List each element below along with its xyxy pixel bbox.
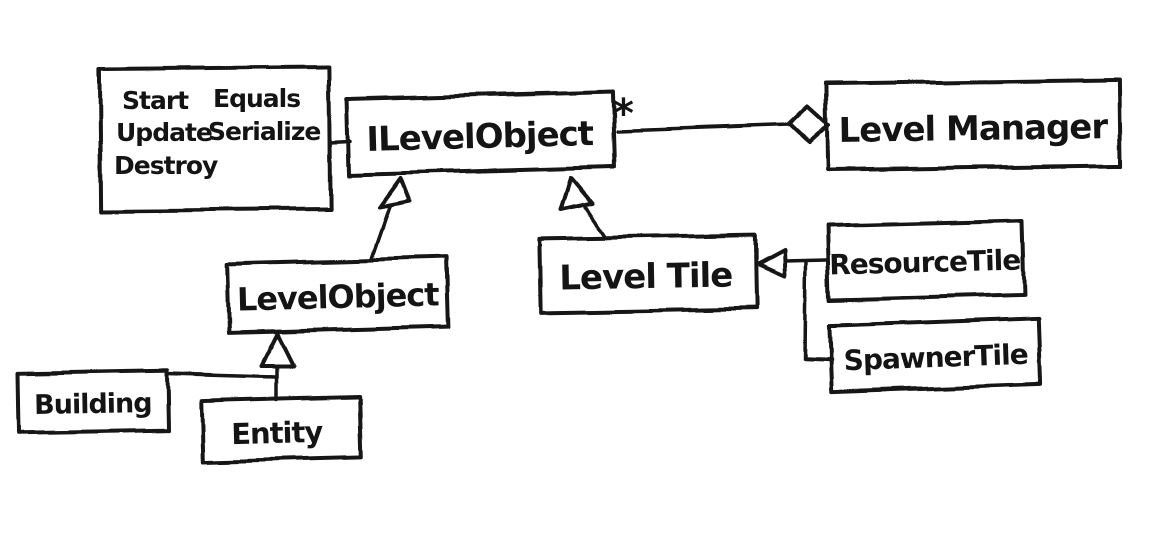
entity-label: Entity [231, 415, 324, 451]
label-layer: Start Equals Update Serialize Destroy IL… [34, 84, 1109, 451]
building-label: Building [34, 388, 152, 421]
building-generalization-edge [165, 372, 278, 379]
ink-layer [15, 64, 1123, 465]
inheritance-arrowhead-leveltile-icon [559, 176, 594, 212]
note-method-start: Start [122, 86, 189, 115]
entity-box [199, 393, 363, 465]
note-method-destroy: Destroy [114, 151, 218, 180]
levelobject-generalization-edge [370, 196, 395, 261]
leveltile-box [537, 233, 759, 315]
resourcetile-box [825, 218, 1026, 302]
spawnertile-generalization-edge [803, 258, 833, 361]
note-method-serialize: Serialize [208, 117, 320, 146]
note-method-equals: Equals [213, 84, 300, 113]
inheritance-arrowhead-levelobject-icon [378, 176, 412, 209]
ilevelobject-label: ILevelObject [366, 114, 594, 160]
interface-methods-note-box [97, 64, 333, 214]
ilevelobject-box [345, 89, 617, 177]
building-box [15, 368, 171, 436]
aggregation-diamond-icon [788, 104, 831, 144]
spawnertile-label: SpawnerTile [843, 338, 1028, 377]
aggregation-edge [616, 123, 792, 133]
resourcetile-label: ResourceTile [829, 244, 1021, 282]
levelobject-box [225, 256, 451, 335]
levelmanager-label: Level Manager [838, 107, 1108, 151]
note-method-update: Update [116, 118, 212, 147]
inheritance-arrowhead-levelobject-children-icon [259, 332, 295, 368]
levelobject-label: LevelObject [236, 275, 439, 318]
inheritance-arrowhead-tiles-icon [756, 247, 787, 277]
levelmanager-box [824, 77, 1123, 173]
leveltile-label: Level Tile [559, 255, 733, 298]
multiplicity-star-label: * [613, 91, 634, 137]
leveltile-generalization-edge [583, 205, 608, 240]
